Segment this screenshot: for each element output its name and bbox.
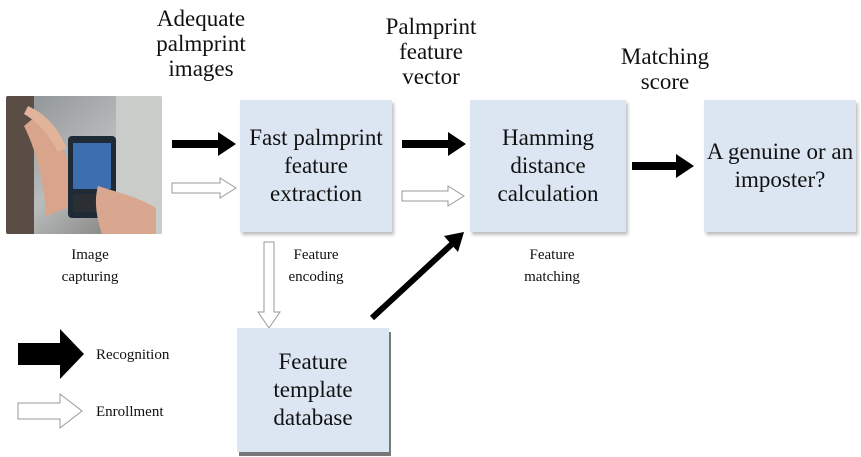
hamming-distance-box: Hamming distance calculation: [470, 100, 626, 232]
template-database-box: Feature template database: [237, 328, 389, 452]
image-capture-photo: [6, 96, 162, 234]
recognition-arrow-1: [172, 132, 236, 156]
enrollment-arrow-1: [171, 177, 237, 199]
adequate-images-label: Adequate palmprint images: [156, 6, 246, 81]
database-to-hamming-arrow: [369, 232, 464, 321]
feature-extraction-box: Fast palmprint feature extraction: [240, 100, 392, 232]
enrollment-arrow-down: [257, 241, 281, 329]
matching-score-label: Matching score: [620, 44, 710, 94]
image-capturing-label: Image capturing: [61, 247, 119, 285]
decision-box: A genuine or an imposter?: [704, 100, 856, 232]
hamming-distance-text: Hamming distance calculation: [497, 125, 599, 206]
feature-vector-label: Palmprint feature vector: [385, 14, 477, 89]
feature-matching-label: Feature matching: [524, 247, 580, 285]
legend-enrollment-label: Enrollment: [96, 404, 164, 420]
legend-recognition-label: Recognition: [96, 347, 170, 363]
recognition-arrow-3: [632, 154, 694, 178]
legend-recognition-arrow: [18, 329, 84, 379]
decision-text: A genuine or an imposter?: [706, 139, 854, 192]
feature-extraction-text: Fast palmprint feature extraction: [249, 125, 383, 206]
template-database-text: Feature template database: [273, 349, 353, 430]
legend-enrollment-arrow: [17, 392, 83, 430]
feature-encoding-label: Feature encoding: [288, 247, 344, 285]
enrollment-arrow-2: [401, 185, 465, 207]
recognition-arrow-2: [402, 132, 466, 156]
